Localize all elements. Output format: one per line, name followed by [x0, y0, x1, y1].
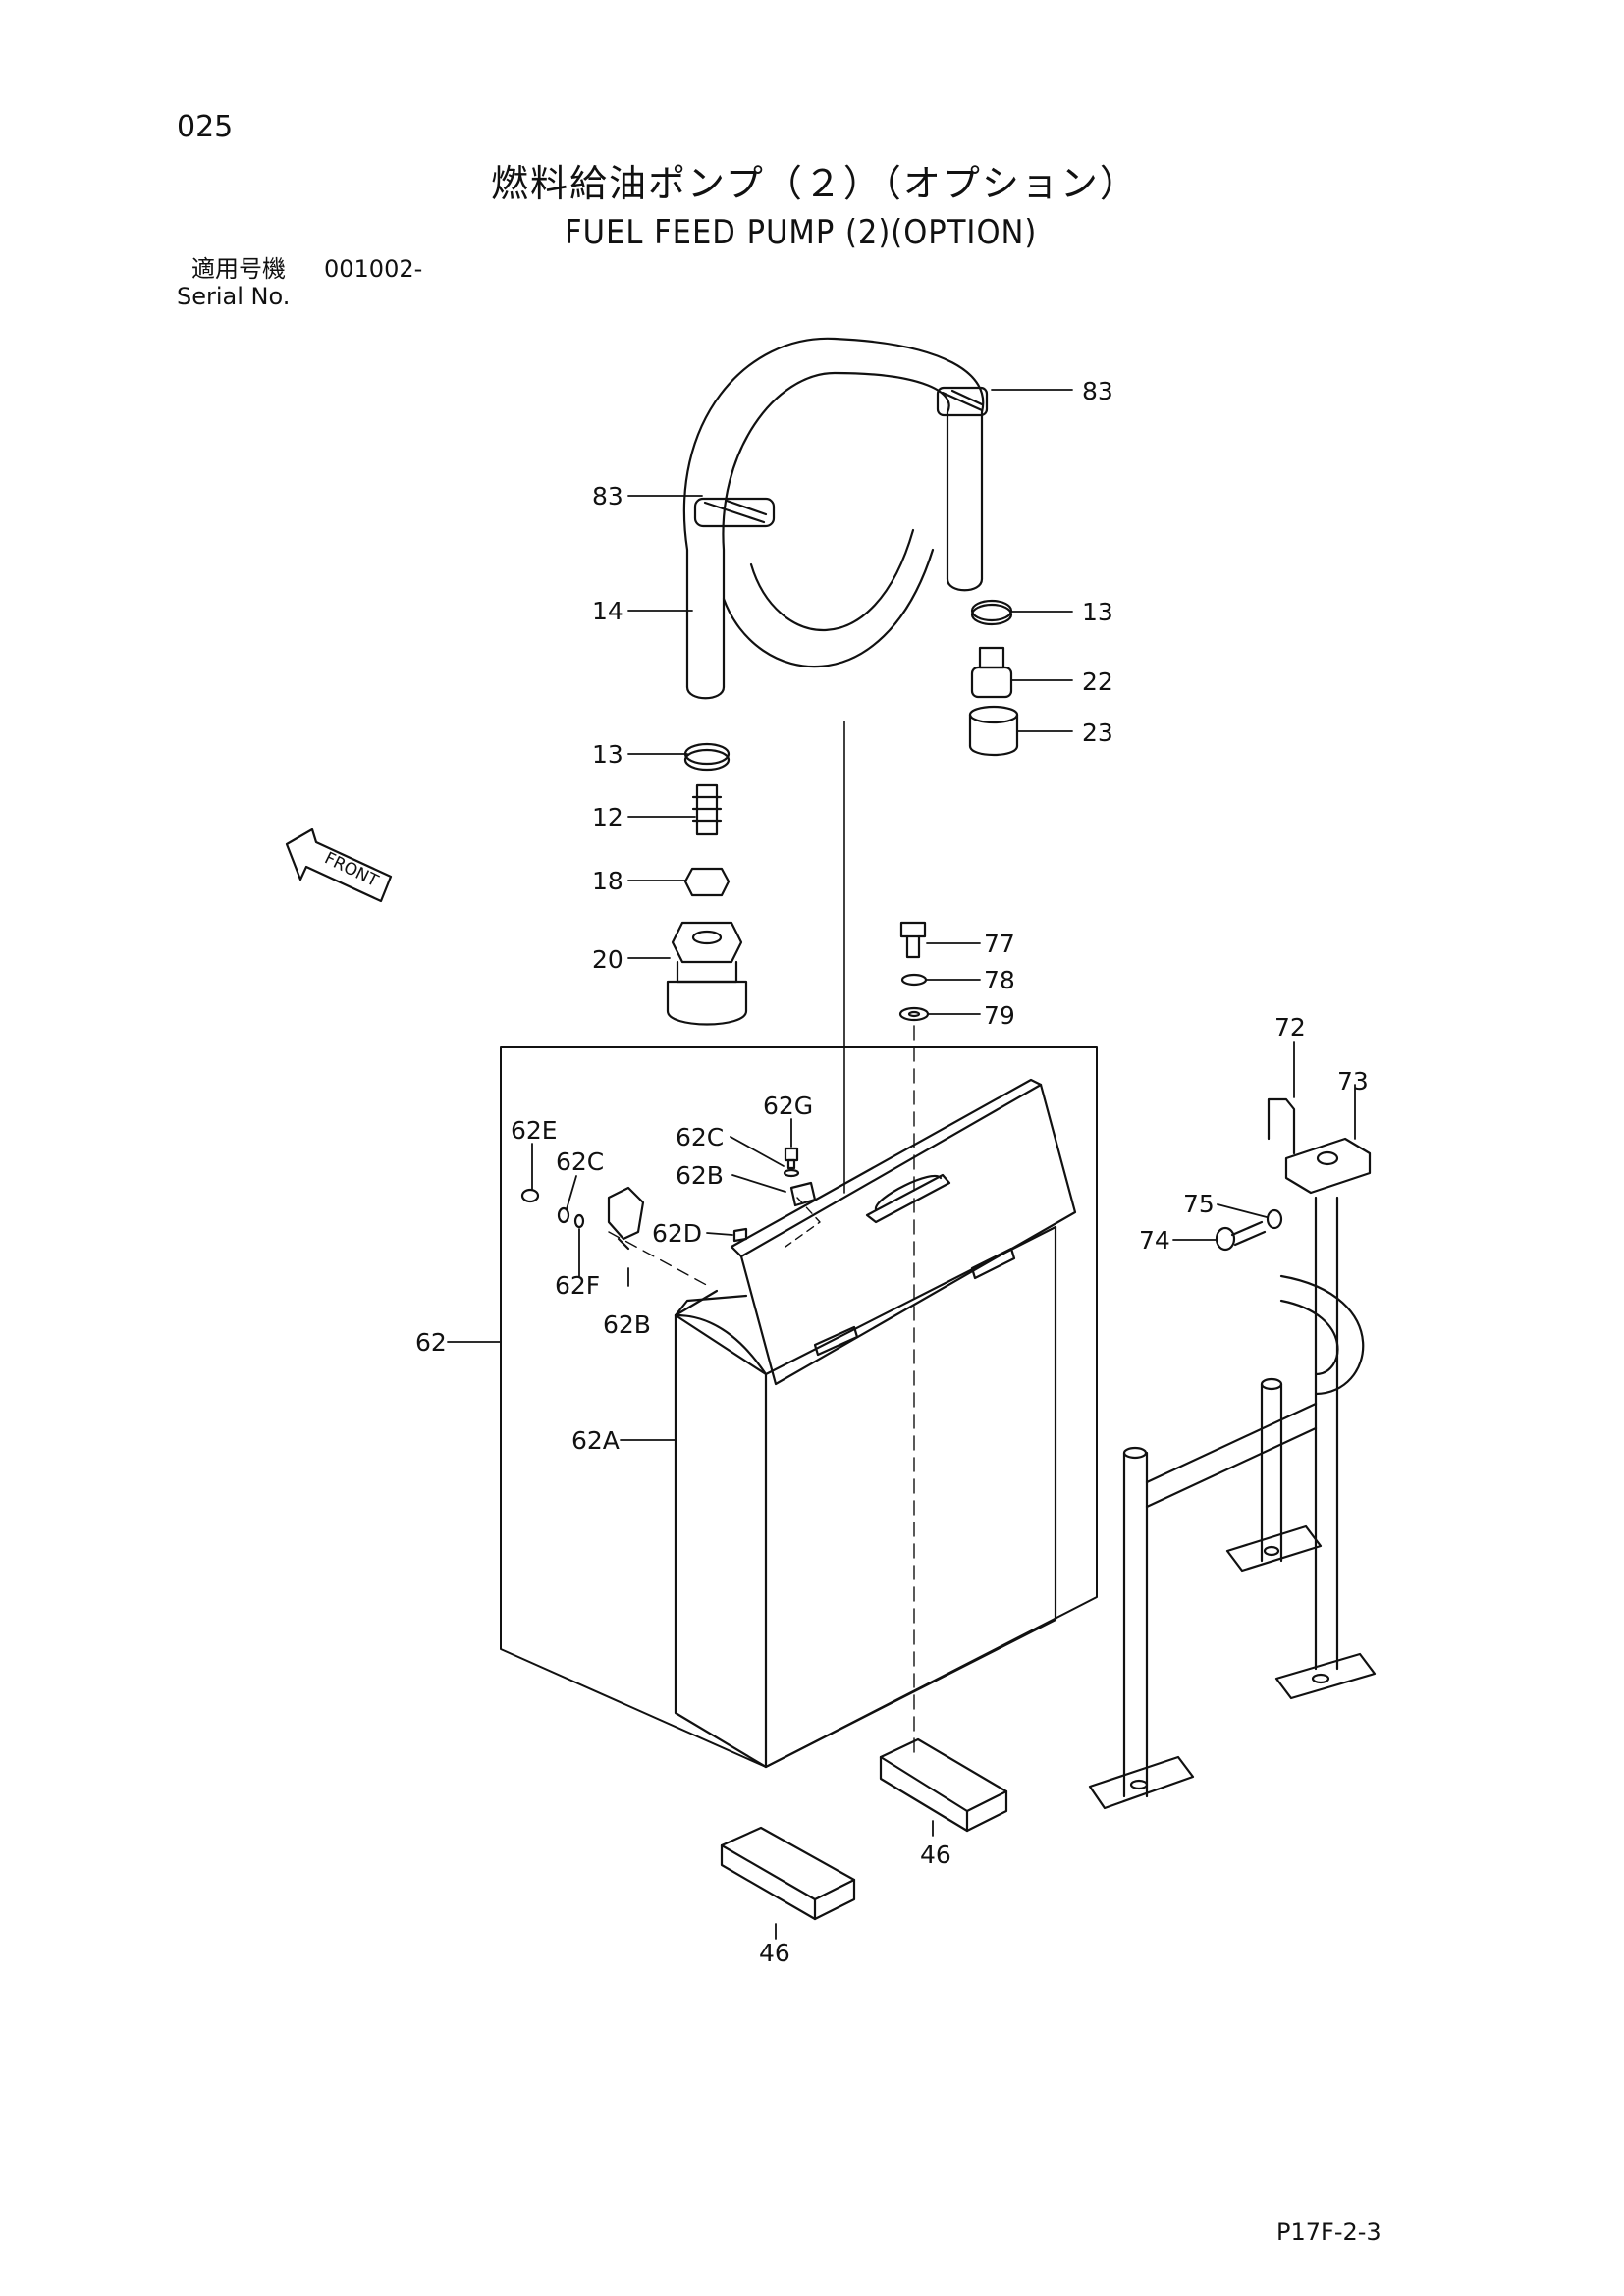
callout-20: 20: [592, 945, 623, 974]
bolt-part-74: [1215, 1220, 1267, 1252]
front-arrow-icon: [285, 828, 393, 903]
callout-83-left: 83: [592, 482, 623, 510]
callout-13-left: 13: [592, 740, 623, 769]
callout-62d: 62D: [652, 1219, 702, 1248]
hose-clamp-right: [936, 386, 989, 417]
callout-72: 72: [1274, 1013, 1306, 1041]
callout-62: 62: [415, 1328, 447, 1357]
centerline-62b: [785, 1197, 821, 1248]
callout-62g: 62G: [763, 1092, 813, 1120]
title-japanese: 燃料給油ポンプ（２）（オプション）: [491, 162, 1139, 205]
callout-62c-right: 62C: [676, 1123, 724, 1151]
washer-part-75: [1266, 1208, 1283, 1230]
page-code: P17F-2-3: [1276, 2218, 1381, 2246]
serial-label-english: Serial No.: [177, 283, 291, 310]
front-marker-label: FRONT: [321, 848, 382, 891]
callout-75: 75: [1183, 1190, 1215, 1218]
fuel-hose: [682, 337, 985, 700]
collar-right-part: [968, 705, 1019, 756]
callout-73: 73: [1337, 1067, 1369, 1095]
latch-parts: [520, 1147, 817, 1251]
serial-label-japanese: 適用号機: [191, 255, 286, 283]
support-frame: [1088, 1196, 1377, 1810]
callout-14: 14: [592, 597, 623, 625]
callout-78: 78: [984, 966, 1015, 994]
callout-74: 74: [1139, 1226, 1170, 1255]
clamp-part-73: [1284, 1137, 1372, 1195]
centerline-latch: [608, 1231, 713, 1289]
box-lid: [730, 1078, 1077, 1386]
callout-12: 12: [592, 803, 623, 831]
callout-46-left: 46: [759, 1939, 790, 1967]
page-number: 025: [177, 110, 234, 144]
title-english: FUEL FEED PUMP (2)(OPTION): [565, 213, 1038, 252]
callout-46-right: 46: [920, 1841, 951, 1869]
callout-79: 79: [984, 1001, 1015, 1030]
pump-coupler-part: [666, 921, 748, 1026]
callout-83-right: 83: [1082, 377, 1113, 405]
lock-washer-part-78: [900, 973, 928, 987]
nipple-part: [691, 783, 723, 836]
callout-62c-left: 62C: [556, 1148, 604, 1176]
holder-part-72: [1267, 1097, 1296, 1155]
leader-lines: [447, 389, 1356, 1940]
bolt-part-77: [899, 921, 927, 959]
callout-62a: 62A: [571, 1426, 620, 1455]
callout-22: 22: [1082, 667, 1113, 696]
callout-labels: 83 83 14 13 22 23 13 12 18 20 77 78 79 6…: [321, 377, 1369, 1967]
callout-77: 77: [984, 930, 1015, 958]
washer-part-79: [898, 1006, 930, 1022]
callout-62b-right: 62B: [676, 1161, 724, 1190]
callout-18: 18: [592, 867, 623, 895]
block-left-part: [720, 1826, 856, 1921]
callout-62e: 62E: [511, 1116, 558, 1145]
callout-62f: 62F: [555, 1271, 600, 1300]
callout-23: 23: [1082, 719, 1113, 747]
callout-62b-left: 62B: [603, 1310, 651, 1339]
fitting-right-part: [970, 646, 1013, 699]
clamp-left-part: [683, 742, 731, 772]
hose-clamp-left: [693, 497, 776, 528]
serial-number: 001002-: [324, 255, 423, 283]
box-part: [674, 1225, 1057, 1769]
block-right-part: [879, 1737, 1008, 1833]
callout-13-right: 13: [1082, 598, 1113, 626]
clamp-right-part: [970, 599, 1013, 626]
adapter-part: [683, 867, 731, 897]
